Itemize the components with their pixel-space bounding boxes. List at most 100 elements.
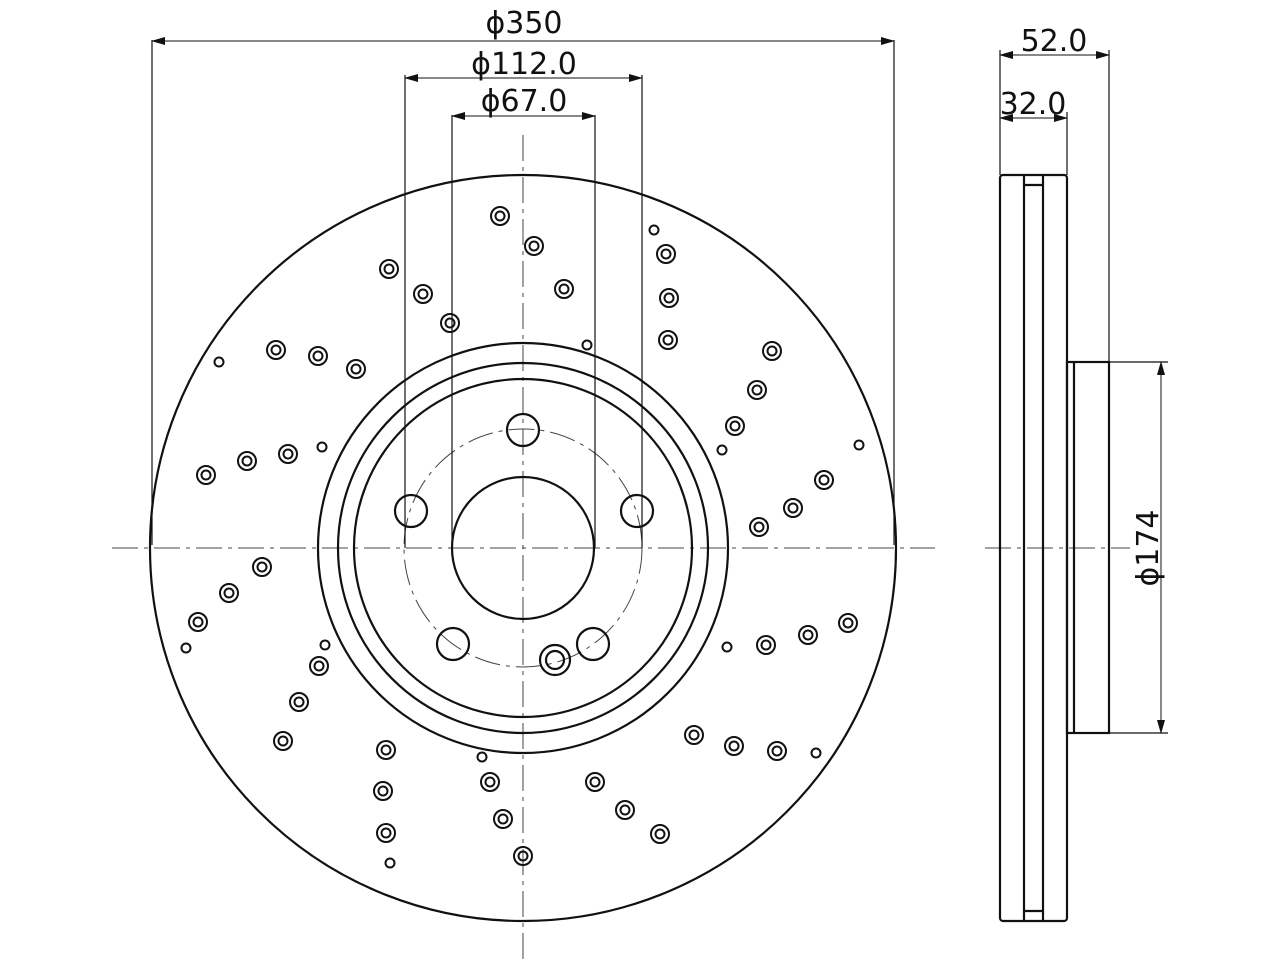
small-drilled-hole: [648, 224, 660, 236]
small-drilled-hole: [384, 857, 396, 869]
drilled-hole: [684, 725, 704, 745]
drilled-hole-inner: [380, 827, 392, 839]
drilled-hole-inner: [293, 696, 305, 708]
drilled-hole: [376, 823, 396, 843]
hat-ring-2: [336, 361, 710, 735]
drilled-hole-inner: [663, 292, 675, 304]
drilled-hole: [814, 470, 834, 490]
drilled-hole-inner: [444, 317, 456, 329]
drilled-hole: [513, 846, 533, 866]
drilled-hole: [273, 731, 293, 751]
small-drilled-hole: [319, 639, 331, 651]
drilled-hole: [554, 279, 574, 299]
drilled-hole-inner: [270, 344, 282, 356]
hat-diameter-label: ϕ174: [1131, 509, 1166, 586]
drilled-hole: [749, 517, 769, 537]
drilled-hole-inner: [223, 587, 235, 599]
drilled-hole-inner: [380, 744, 392, 756]
drilled-hole: [493, 809, 513, 829]
disc-thickness-label: 32.0: [1000, 87, 1067, 122]
drilled-hole: [480, 772, 500, 792]
drilled-hole-inner: [729, 420, 741, 432]
drilled-hole-inner: [753, 521, 765, 533]
drilled-hole-inner: [192, 616, 204, 628]
drilled-hole: [650, 824, 670, 844]
drilled-hole: [440, 313, 460, 333]
drilled-hole: [747, 380, 767, 400]
small-drilled-hole: [721, 641, 733, 653]
drilled-hole-inner: [377, 785, 389, 797]
locating-pin-inner: [544, 649, 566, 671]
drilled-hole-inner: [350, 363, 362, 375]
drilled-hole: [615, 800, 635, 820]
drilled-cooling-holes: [180, 206, 865, 869]
drilled-hole-inner: [660, 248, 672, 260]
drilled-hole-inner: [558, 283, 570, 295]
small-drilled-hole: [213, 356, 225, 368]
drilled-hole-inner: [802, 629, 814, 641]
drilled-hole: [724, 736, 744, 756]
drilled-hole: [413, 284, 433, 304]
drilled-hole: [308, 346, 328, 366]
drilled-hole: [252, 557, 272, 577]
small-drilled-hole: [476, 751, 488, 763]
drilled-hole-inner: [728, 740, 740, 752]
drilled-hole: [266, 340, 286, 360]
drilled-hole: [196, 465, 216, 485]
drilled-hole: [346, 359, 366, 379]
drilled-hole-inner: [277, 735, 289, 747]
drilled-hole-inner: [760, 639, 772, 651]
small-drilled-hole: [810, 747, 822, 759]
outer-disc-edge: [148, 173, 898, 923]
drilled-hole-inner: [787, 502, 799, 514]
drilled-hole-inner: [766, 345, 778, 357]
drilled-hole-inner: [842, 617, 854, 629]
drilled-hole-inner: [688, 729, 700, 741]
drilled-hole: [798, 625, 818, 645]
drilled-hole-inner: [417, 288, 429, 300]
outer-diameter-label: ϕ350: [485, 6, 562, 41]
drilled-hole: [376, 740, 396, 760]
drilled-hole-inner: [771, 745, 783, 757]
hat-outer-ring: [316, 341, 730, 755]
drilled-hole-inner: [312, 350, 324, 362]
drilled-hole-inner: [241, 455, 253, 467]
drilled-hole: [762, 341, 782, 361]
drilled-hole-inner: [383, 263, 395, 275]
drilled-hole: [379, 259, 399, 279]
drilled-hole-inner: [497, 813, 509, 825]
drilled-hole: [309, 656, 329, 676]
drilled-hole: [219, 583, 239, 603]
bolt-hole: [619, 493, 655, 529]
small-drilled-hole: [180, 642, 192, 654]
drilled-hole: [490, 206, 510, 226]
bolt-hole: [435, 626, 471, 662]
drilled-hole-inner: [313, 660, 325, 672]
drilled-hole: [278, 444, 298, 464]
drilled-hole-inner: [751, 384, 763, 396]
bolt-hole: [393, 493, 429, 529]
drilled-hole-inner: [484, 776, 496, 788]
drilled-hole: [289, 692, 309, 712]
drilled-hole: [756, 635, 776, 655]
drilled-hole: [838, 613, 858, 633]
drilled-hole-inner: [200, 469, 212, 481]
drilled-hole-inner: [528, 240, 540, 252]
drilled-hole-inner: [654, 828, 666, 840]
center-bore-label: ϕ67.0: [481, 84, 568, 119]
drilled-hole-inner: [818, 474, 830, 486]
side-view: 52.0 32.0 ϕ174: [985, 24, 1168, 923]
drilled-hole-inner: [282, 448, 294, 460]
drilled-hole-inner: [517, 850, 529, 862]
locating-pin-hole: [538, 643, 572, 677]
drilled-hole-inner: [256, 561, 268, 573]
drilled-hole-inner: [494, 210, 506, 222]
drilled-hole: [767, 741, 787, 761]
small-drilled-hole: [581, 339, 593, 351]
drilled-hole: [585, 772, 605, 792]
bolt-hole: [505, 412, 541, 448]
hat-section: [1065, 360, 1111, 735]
drilled-hole: [658, 330, 678, 350]
